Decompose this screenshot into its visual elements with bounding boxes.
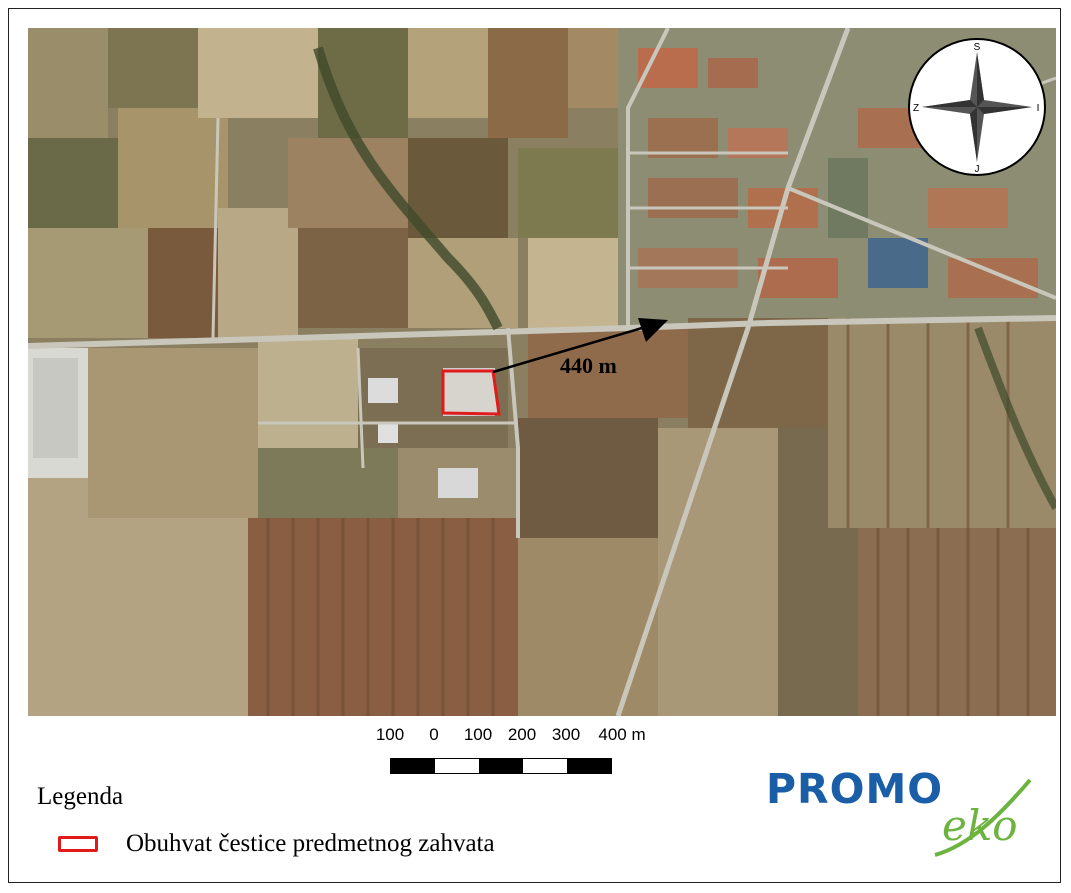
scale-label: 100 xyxy=(375,725,405,744)
scale-label: 300 xyxy=(551,725,581,744)
compass-north: S xyxy=(974,42,981,53)
legend-swatch-icon xyxy=(58,836,98,852)
compass-south: J xyxy=(975,164,980,175)
tree-line xyxy=(313,46,503,331)
distance-arrow xyxy=(492,318,668,374)
roads xyxy=(28,28,1056,716)
scale-segment xyxy=(435,759,479,773)
scale-label: 400 m xyxy=(598,725,646,744)
legend-title: Legenda xyxy=(37,783,124,810)
scale-segment xyxy=(567,759,611,773)
scale-segments xyxy=(390,758,612,774)
logo-brand: PROMO xyxy=(766,765,944,813)
compass-rose: S I J Z xyxy=(906,36,1048,178)
scale-segment xyxy=(391,759,435,773)
industrial-zone xyxy=(28,338,518,518)
legend-item-label: Obuhvat čestice predmetnog zahvata xyxy=(126,830,495,857)
field-patches xyxy=(28,28,658,338)
scale-label: 0 xyxy=(429,725,439,744)
subject-parcel xyxy=(441,369,501,416)
scale-label: 100 xyxy=(463,725,493,744)
scale-labels: 100 0 100 200 300 400 m xyxy=(370,725,670,747)
promoeko-logo: PROMO eko xyxy=(762,765,1047,860)
distance-label: 440 m xyxy=(560,353,617,378)
scale-bar: 100 0 100 200 300 400 m xyxy=(370,725,670,777)
aerial-map: 440 m xyxy=(28,28,1056,716)
scale-segment xyxy=(479,759,523,773)
scale-segment xyxy=(523,759,567,773)
compass-west: Z xyxy=(913,103,919,114)
logo-swoosh-icon xyxy=(934,778,1032,857)
field-stripes xyxy=(266,318,1030,716)
scale-label: 200 xyxy=(507,725,537,744)
tree-line-south xyxy=(974,326,1056,510)
legend-item: Obuhvat čestice predmetnog zahvata xyxy=(58,826,495,862)
compass-east: I xyxy=(1037,103,1040,114)
